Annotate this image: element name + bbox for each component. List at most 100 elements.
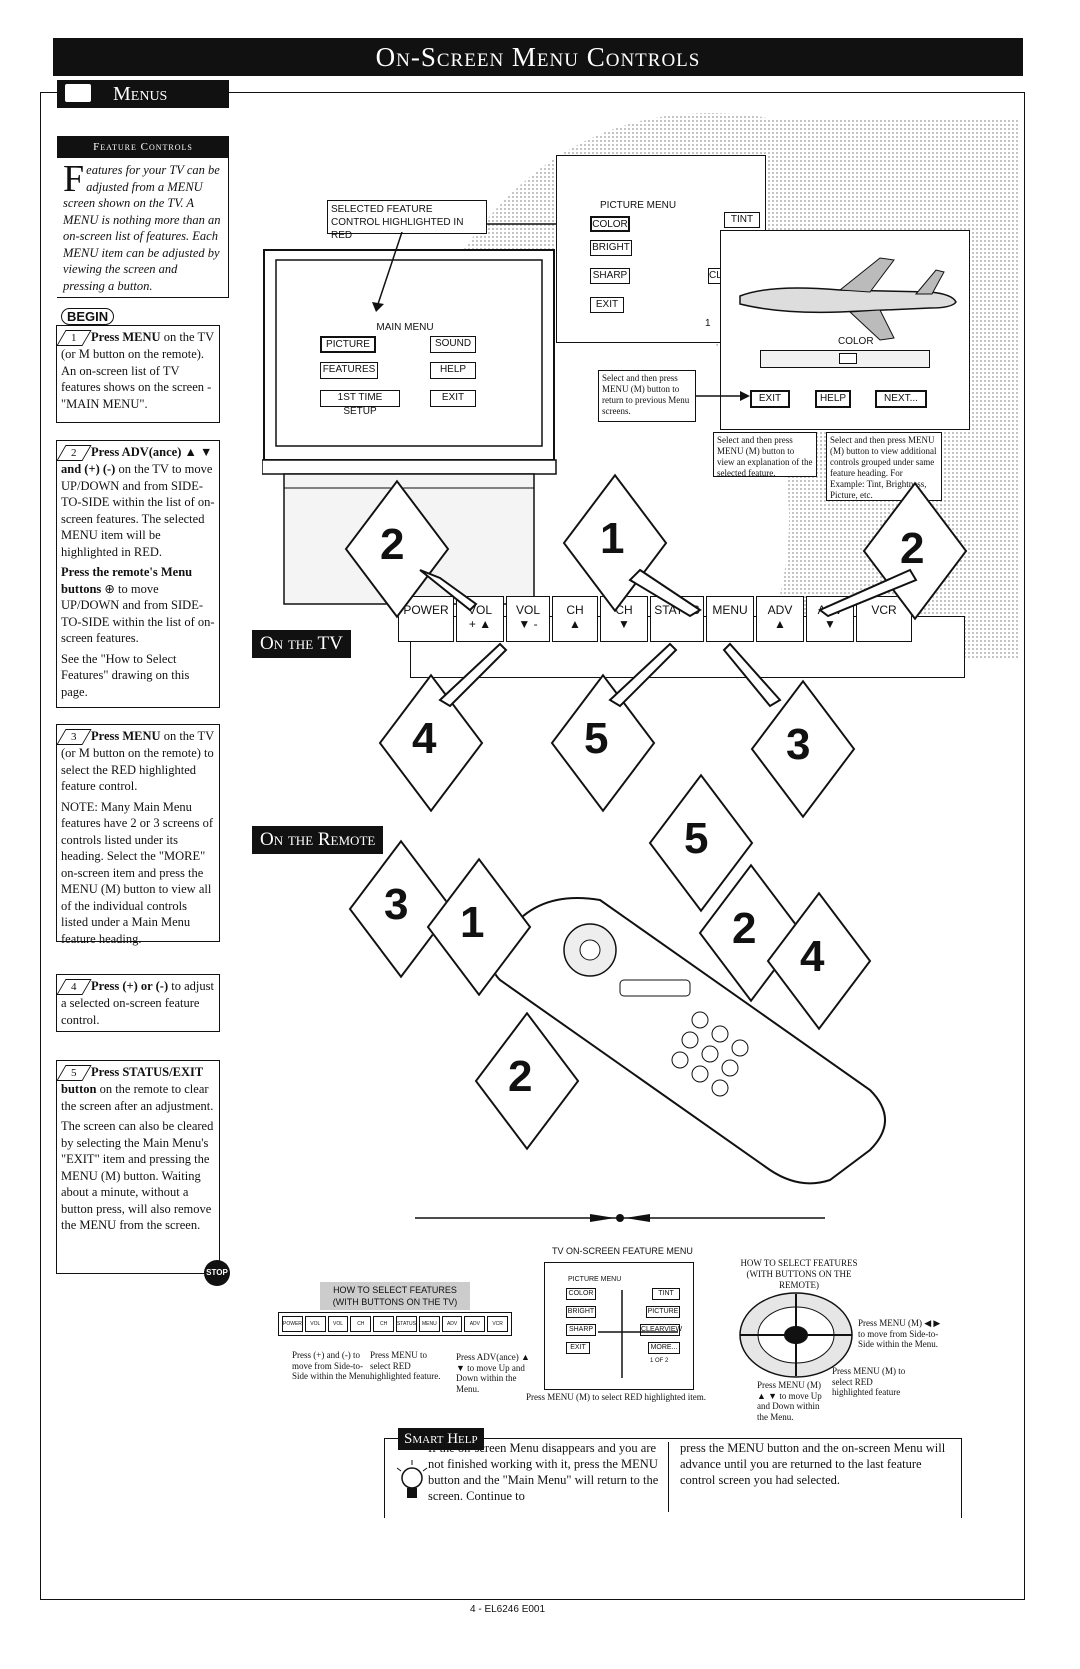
mini-clearview-item: CLEARVIEW bbox=[640, 1324, 682, 1336]
on-the-remote-label: On the Remote bbox=[252, 826, 384, 854]
color-slider[interactable] bbox=[760, 350, 930, 368]
remote-dpad-drawing bbox=[739, 1292, 853, 1378]
annotation-select: Press MENU to select RED highlighted fea… bbox=[370, 1350, 441, 1381]
menu-item-first-time-setup[interactable]: 1ST TIME SETUP bbox=[320, 390, 400, 417]
section-label: Menus bbox=[113, 83, 168, 105]
mini-vol-down-button: VOL bbox=[327, 1316, 349, 1332]
smart-help-text-right: press the MENU button and the on-screen … bbox=[680, 1441, 946, 1487]
mini-menu-page: 1 OF 2 bbox=[650, 1358, 669, 1364]
help-note: Select and then press MENU (M) button to… bbox=[713, 432, 817, 478]
tv-vol-down-button[interactable]: VOL▼ - bbox=[506, 596, 550, 642]
color-label: COLOR bbox=[838, 336, 874, 347]
picture-item-color[interactable]: COLOR bbox=[590, 216, 630, 232]
menu-item-sound[interactable]: SOUND bbox=[430, 336, 476, 353]
mini-vol-up-button: VOL bbox=[304, 1316, 326, 1332]
smart-help-divider bbox=[668, 1442, 669, 1512]
callout-number: 5 bbox=[584, 714, 609, 763]
feature-controls-body: eatures for your TV can be adjusted from… bbox=[63, 163, 221, 293]
mini-ch-up-button: CH bbox=[350, 1316, 372, 1332]
lightbulb-icon bbox=[396, 1460, 428, 1498]
page-frame bbox=[40, 92, 1025, 1600]
smart-help-box bbox=[384, 1438, 962, 1518]
callout-number: 2 bbox=[732, 904, 757, 953]
menu-cross-arrows bbox=[598, 1290, 678, 1378]
step-number: 2 bbox=[56, 445, 92, 461]
mini-tint-item: TINT bbox=[652, 1288, 680, 1300]
selected-feature-callout: SELECTED FEATURE CONTROL HIGHLIGHTED IN … bbox=[327, 200, 487, 241]
color-exit-button[interactable]: EXIT bbox=[750, 390, 790, 408]
picture-menu-title: PICTURE MENU bbox=[600, 200, 677, 211]
callout-number: 4 bbox=[800, 932, 825, 981]
callout-arrow bbox=[372, 232, 403, 312]
callout-number: 2 bbox=[508, 1052, 533, 1101]
tv-set-drawing bbox=[262, 249, 557, 605]
mini-color-item: COLOR bbox=[566, 1288, 596, 1300]
begin-badge: BEGIN bbox=[61, 308, 115, 325]
mini-menu-button: MENU bbox=[418, 1316, 440, 1332]
exit-note: Select and then press MENU (M) button to… bbox=[598, 370, 696, 422]
mini-ch-down-button: CH bbox=[373, 1316, 394, 1332]
step-number: 4 bbox=[56, 979, 92, 995]
callout-number: 4 bbox=[412, 714, 437, 763]
picture-item-sharp[interactable]: SHARP bbox=[590, 268, 630, 284]
callout-number: 2 bbox=[380, 520, 405, 569]
mini-more-item: MORE... bbox=[648, 1342, 680, 1354]
remote-annotation-up-down: Press MENU (M) ▲ ▼ to move Up and Down w… bbox=[757, 1380, 822, 1422]
exit-note-arrow bbox=[696, 391, 750, 401]
smart-help-label: Smart Help bbox=[398, 1428, 484, 1450]
remote-annotation-select: Press MENU (M) to select RED highlighted… bbox=[832, 1366, 906, 1397]
color-help-button[interactable]: HELP bbox=[815, 390, 851, 408]
color-next-button[interactable]: NEXT... bbox=[875, 390, 927, 408]
menu-item-picture[interactable]: PICTURE bbox=[320, 336, 376, 353]
picture-item-exit[interactable]: EXIT bbox=[590, 297, 624, 313]
smart-help-text-left: If the on-screen Menu disappears and you… bbox=[428, 1441, 659, 1503]
page-title: On-Screen Menu Controls bbox=[53, 38, 1023, 76]
mini-picture-item: PICTURE bbox=[646, 1306, 680, 1318]
picture-item-bright[interactable]: BRIGHT bbox=[590, 240, 632, 256]
pointing-hands bbox=[419, 568, 918, 708]
mini-tv-panel: POWER VOL VOL CH CH STATUS MENU ADV ADV … bbox=[278, 1312, 512, 1336]
section-divider bbox=[415, 1214, 825, 1222]
mini-vcr-button: VCR bbox=[487, 1316, 508, 1332]
step-number: 3 bbox=[56, 729, 92, 745]
page-footer: 4 - EL6246 E001 bbox=[470, 1604, 546, 1615]
remote-annotation-side: Press MENU (M) ◀ ▶ to move from Side-to-… bbox=[858, 1318, 941, 1349]
on-the-tv-label: On the TV bbox=[252, 630, 351, 658]
feature-controls-heading: Feature Controls bbox=[57, 136, 229, 158]
tv-ch-up-button[interactable]: CH▲ bbox=[552, 596, 598, 642]
callout-number: 5 bbox=[684, 814, 709, 863]
feature-menu-title: TV ON-SCREEN FEATURE MENU bbox=[552, 1246, 693, 1256]
picture-item-tint[interactable]: TINT bbox=[724, 212, 760, 228]
mini-exit-item: EXIT bbox=[566, 1342, 590, 1354]
section-tab: Menus bbox=[57, 80, 229, 108]
callout-number: 3 bbox=[786, 720, 811, 769]
callout-number: 1 bbox=[600, 514, 625, 563]
tv-adv-up-button[interactable]: ADV▲ bbox=[756, 596, 804, 642]
stop-icon: STOP bbox=[204, 1260, 230, 1286]
mini-sharp-item: SHARP bbox=[566, 1324, 596, 1336]
tv-select-title: HOW TO SELECT FEATURES (WITH BUTTONS ON … bbox=[320, 1282, 470, 1310]
menu-item-exit[interactable]: EXIT bbox=[430, 390, 476, 407]
annotation-side-to-side: Press (+) and (-) to move from Side-to-S… bbox=[292, 1350, 372, 1381]
next-note: Select and then press MENU (M) button to… bbox=[826, 432, 942, 501]
airplane-image bbox=[739, 257, 957, 341]
mini-bright-item: BRIGHT bbox=[566, 1306, 596, 1318]
mini-adv-up-button: ADV bbox=[441, 1316, 463, 1332]
mini-menu-title: PICTURE MENU bbox=[568, 1276, 622, 1283]
callout-number: 2 bbox=[900, 524, 925, 573]
remote-select-title: HOW TO SELECT FEATURES (WITH BUTTONS ON … bbox=[740, 1258, 858, 1290]
step-number: 5 bbox=[56, 1065, 92, 1081]
main-menu-title: MAIN MENU bbox=[376, 322, 434, 333]
mini-power-button: POWER bbox=[282, 1316, 303, 1332]
picture-menu-page: 1 bbox=[705, 318, 711, 329]
menu-item-features[interactable]: FEATURES bbox=[320, 362, 378, 379]
tv-menu-button[interactable]: MENU bbox=[706, 596, 754, 642]
menu-item-help[interactable]: HELP bbox=[430, 362, 476, 379]
color-slider-handle[interactable] bbox=[839, 353, 857, 364]
